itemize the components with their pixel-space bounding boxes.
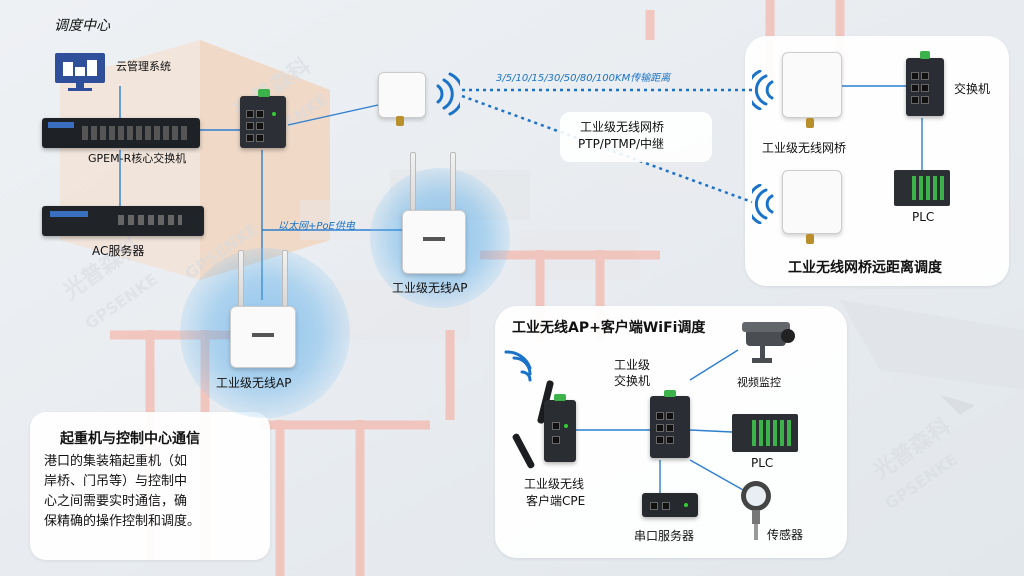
cpe-label-line2: 客户端CPE — [526, 494, 586, 508]
remote-bridge-2-connector — [806, 234, 814, 244]
bridge-mode-line2: PTP/PTMP/中继 — [578, 137, 665, 151]
wifi-signal-icon — [436, 72, 460, 116]
ind-switch-label-line2: 交换机 — [614, 374, 651, 388]
ap1-device — [230, 306, 296, 368]
remote-panel-title: 工业无线网桥远距离调度 — [788, 260, 942, 276]
cpe-label-line1: 工业级无线 — [524, 477, 585, 491]
ap2-device — [402, 210, 466, 274]
info-line-3: 心之间需要实时通信，确 — [44, 494, 188, 509]
ap2-label: 工业级无线AP — [392, 281, 468, 295]
plc-device — [732, 414, 798, 452]
serial-server — [642, 493, 698, 517]
cpe-device — [544, 394, 576, 462]
remote-bridge-2 — [782, 170, 842, 234]
wifi-panel-title: 工业无线AP+客户端WiFi调度 — [512, 320, 706, 336]
camera-icon — [742, 322, 795, 363]
remote-bridge-1-connector — [806, 118, 814, 128]
remote-plc — [894, 170, 950, 206]
sensor-label: 传感器 — [767, 528, 804, 542]
ac-server-label: AC服务器 — [92, 244, 145, 258]
gauge-icon — [741, 481, 771, 540]
remote-bridge-label: 工业级无线网桥 — [762, 141, 847, 155]
wifi-signal-icon — [752, 184, 774, 224]
transmission-distance: 3/5/10/15/30/50/80/100KM传输距离 — [496, 73, 671, 84]
video-label: 视频监控 — [737, 376, 781, 389]
info-line-2: 岸桥、门吊等）与控制中 — [44, 474, 188, 489]
ind-switch — [650, 390, 690, 458]
info-panel — [30, 412, 270, 560]
remote-plc-label: PLC — [912, 210, 935, 224]
remote-switch-label: 交换机 — [954, 82, 991, 96]
ind-switch-label-line1: 工业级 — [614, 358, 651, 372]
cloud-mgmt-label: 云管理系统 — [116, 60, 171, 73]
bridge-near-connector — [396, 116, 404, 126]
monitor-icon — [55, 53, 105, 91]
plc2-label: PLC — [751, 456, 774, 470]
dispatch-center-title: 调度中心 — [54, 18, 110, 34]
industrial-switch-top — [240, 89, 286, 148]
remote-bridge-1 — [782, 52, 842, 118]
ap1-label: 工业级无线AP — [216, 376, 292, 390]
info-line-1: 港口的集装箱起重机（如 — [44, 454, 188, 469]
bridge-mode-box — [560, 112, 712, 162]
wifi-signal-icon — [504, 350, 532, 382]
ethernet-poe-label: 以太网+PoE供电 — [278, 221, 355, 232]
ac-server — [42, 206, 204, 236]
bridge-mode-line1: 工业级无线网桥 — [580, 120, 665, 134]
remote-switch — [906, 51, 944, 116]
core-switch-label: GPEM-R核心交换机 — [88, 152, 187, 165]
info-title: 起重机与控制中心通信 — [60, 431, 200, 447]
info-line-4: 保精确的操作控制和调度。 — [44, 514, 201, 529]
bridge-near — [378, 72, 426, 118]
wifi-signal-icon — [752, 70, 774, 110]
serial-server-label: 串口服务器 — [634, 529, 695, 543]
core-switch — [42, 118, 200, 148]
